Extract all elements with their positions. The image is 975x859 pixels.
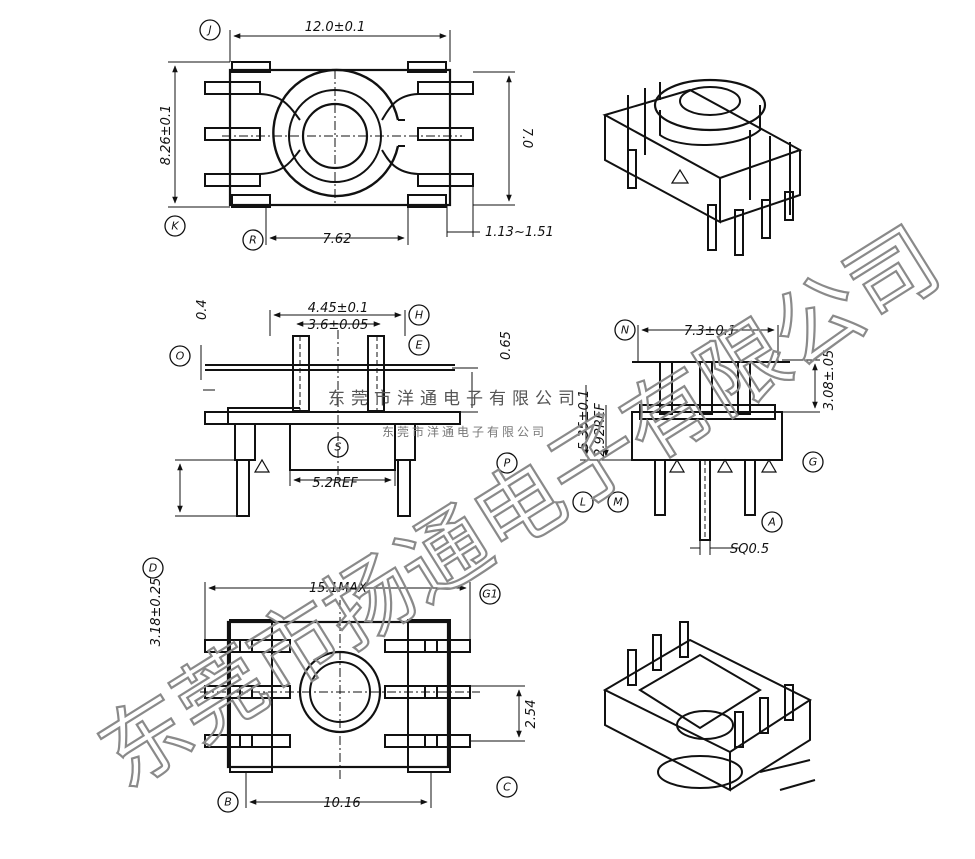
dim-side-height: 0.65 xyxy=(499,331,514,360)
callout-k: K xyxy=(171,220,179,233)
dim-end-right: 3.08±.05 xyxy=(822,350,837,411)
callout-c: C xyxy=(503,781,511,794)
callout-g1: G1 xyxy=(482,588,498,601)
dim-bottom-span: 10.16 xyxy=(323,796,360,811)
callout-j: J xyxy=(206,24,211,37)
dim-top-height: 8.26±0.1 xyxy=(159,105,174,166)
callout-r: R xyxy=(249,234,257,247)
dim-top-width: 12.0±0.1 xyxy=(305,20,366,35)
dim-bottom-max: 15.1MAX xyxy=(309,581,368,596)
callout-m: M xyxy=(613,496,623,509)
watermark-small: 东莞市洋通电子有限公司 xyxy=(328,389,581,409)
callout-o: O xyxy=(176,350,185,363)
end-view xyxy=(572,319,824,555)
dim-side-pin-length: 3.18±0.25 xyxy=(149,578,164,647)
callout-g: G xyxy=(809,456,818,469)
callout-e: E xyxy=(416,339,423,352)
callout-h: H xyxy=(415,309,423,322)
dim-top-right: 7.0 xyxy=(519,128,534,149)
callout-p: P xyxy=(504,457,511,470)
callout-n: N xyxy=(621,324,629,337)
dim-bottom-pitch: 2.54 xyxy=(524,700,539,729)
watermark-small-2: 东莞市洋通电子有限公司 xyxy=(382,424,547,439)
iso-view-top xyxy=(602,78,803,256)
dim-side-ref: 5.2REF xyxy=(312,476,358,491)
side-view xyxy=(142,304,518,579)
callout-s: S xyxy=(335,441,342,454)
dim-side-width1: 4.45±0.1 xyxy=(308,301,369,316)
iso-view-bottom xyxy=(602,621,816,792)
dim-end-pin: SQ0.5 xyxy=(730,542,769,557)
dim-end-h2: 2.92REF xyxy=(593,403,608,457)
dim-top-pin: 1.13~1.51 xyxy=(485,225,554,240)
dim-top-bottom: 7.62 xyxy=(323,232,352,247)
dim-end-width: 7.3±0.1 xyxy=(684,324,736,339)
callout-a: A xyxy=(767,516,776,529)
dim-side-width2: 3.6±0.05 xyxy=(308,318,369,333)
dim-end-h1: 5.35±0.1 xyxy=(577,390,592,451)
dim-side-top: 0.4 xyxy=(195,299,210,320)
callout-b: B xyxy=(224,796,232,809)
callout-l: L xyxy=(580,496,586,509)
top-view xyxy=(164,19,515,251)
callout-d: D xyxy=(149,562,157,575)
bottom-view xyxy=(200,582,525,813)
